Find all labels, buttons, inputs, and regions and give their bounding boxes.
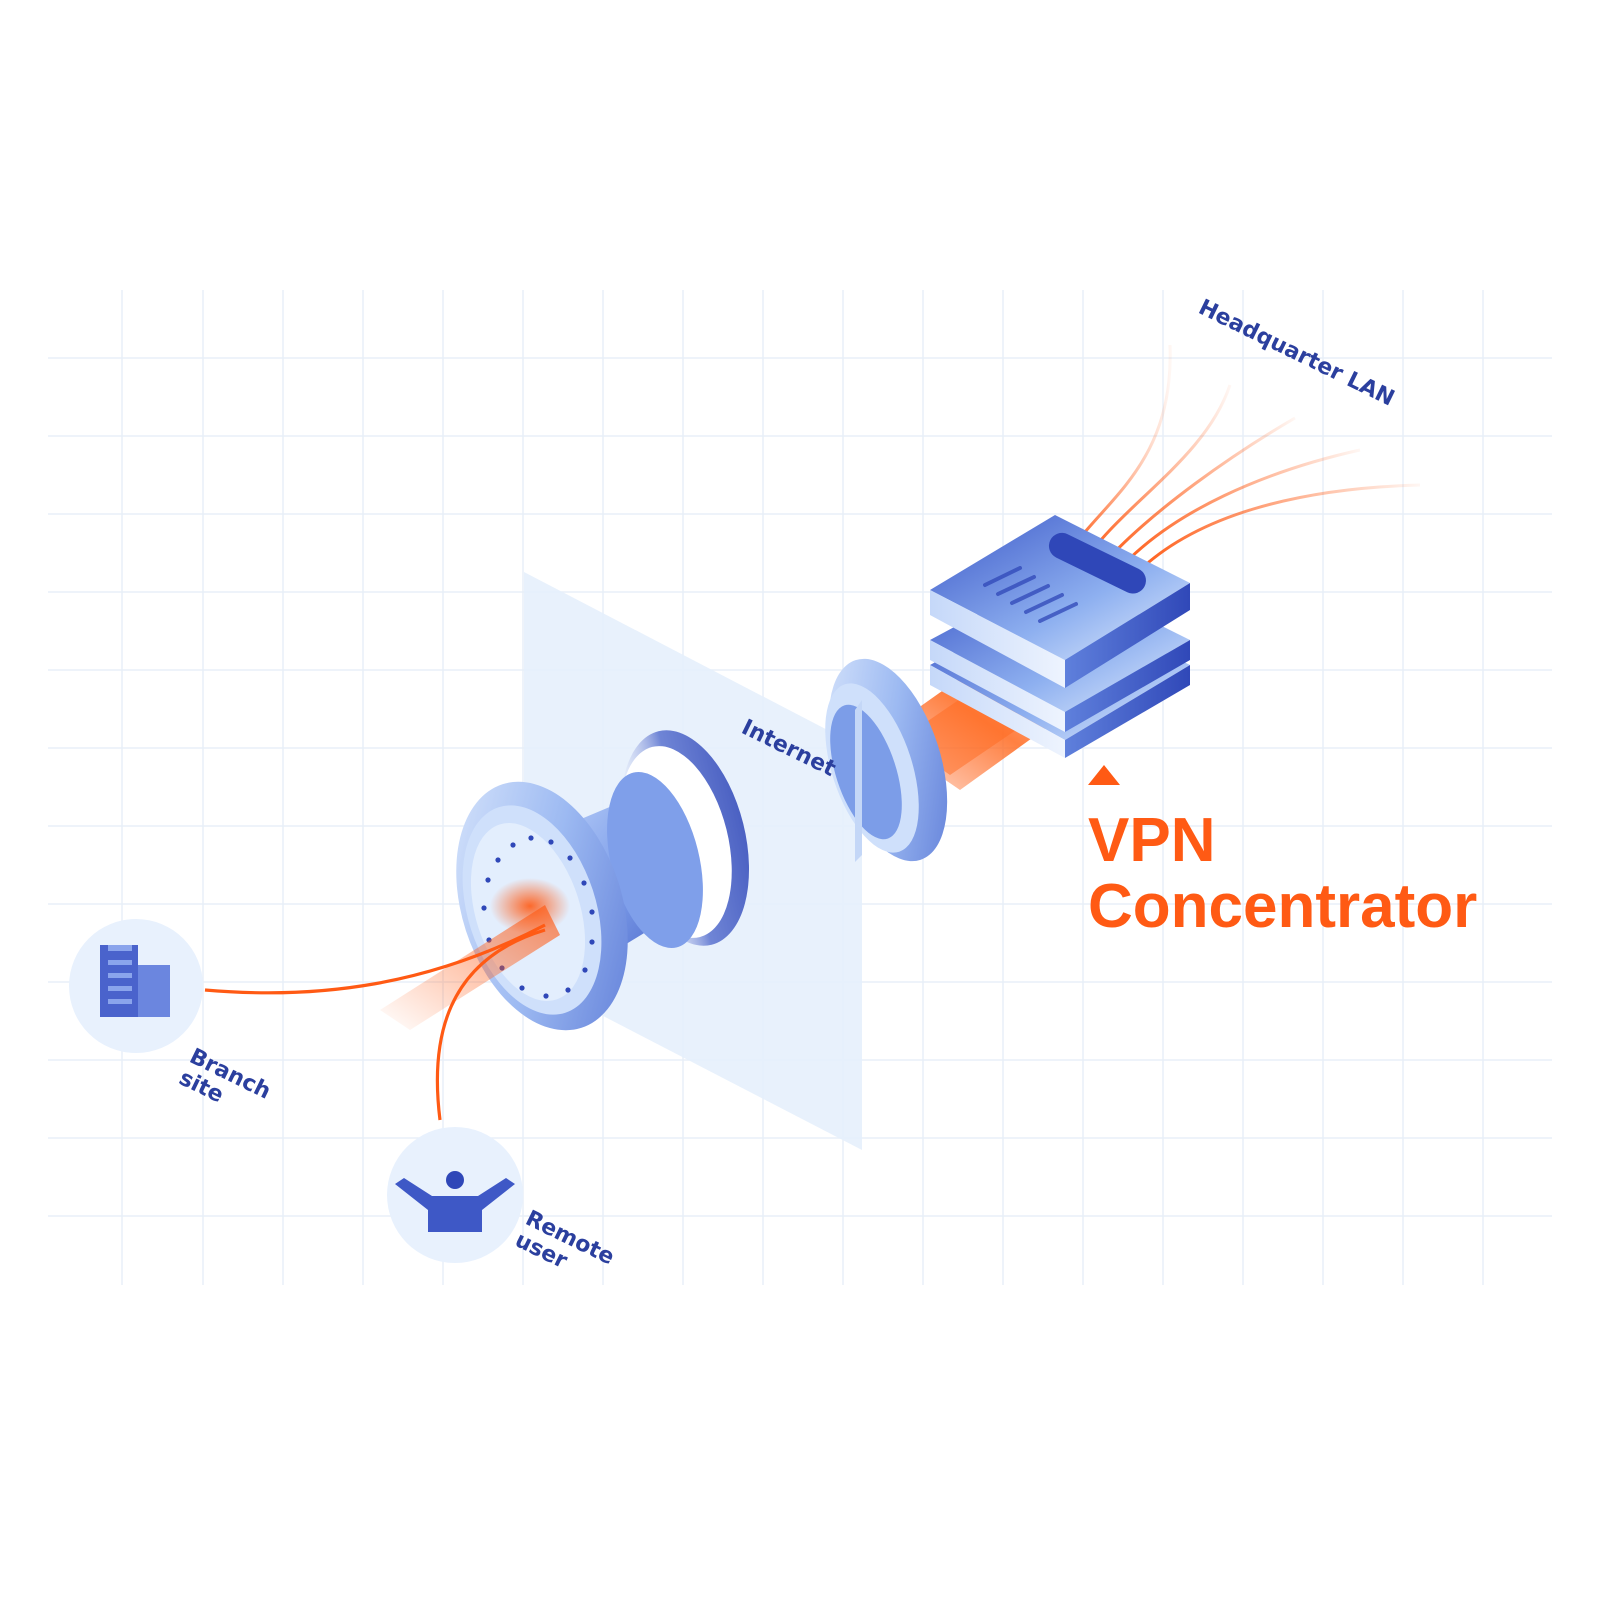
vpn-concentrator-title: VPN Concentrator	[1088, 806, 1478, 941]
building-icon	[69, 919, 203, 1053]
vpn-tunnel	[456, 730, 750, 1031]
connection-lines	[204, 923, 546, 1121]
remote-link	[435, 928, 546, 1121]
incoming-beam	[380, 905, 560, 1030]
vpn-concentrator-device	[930, 515, 1190, 785]
person-icon	[387, 1127, 523, 1263]
branch-link	[204, 923, 546, 995]
tunnel-exit-flange	[825, 658, 948, 862]
triangle-up-icon	[1088, 765, 1120, 785]
